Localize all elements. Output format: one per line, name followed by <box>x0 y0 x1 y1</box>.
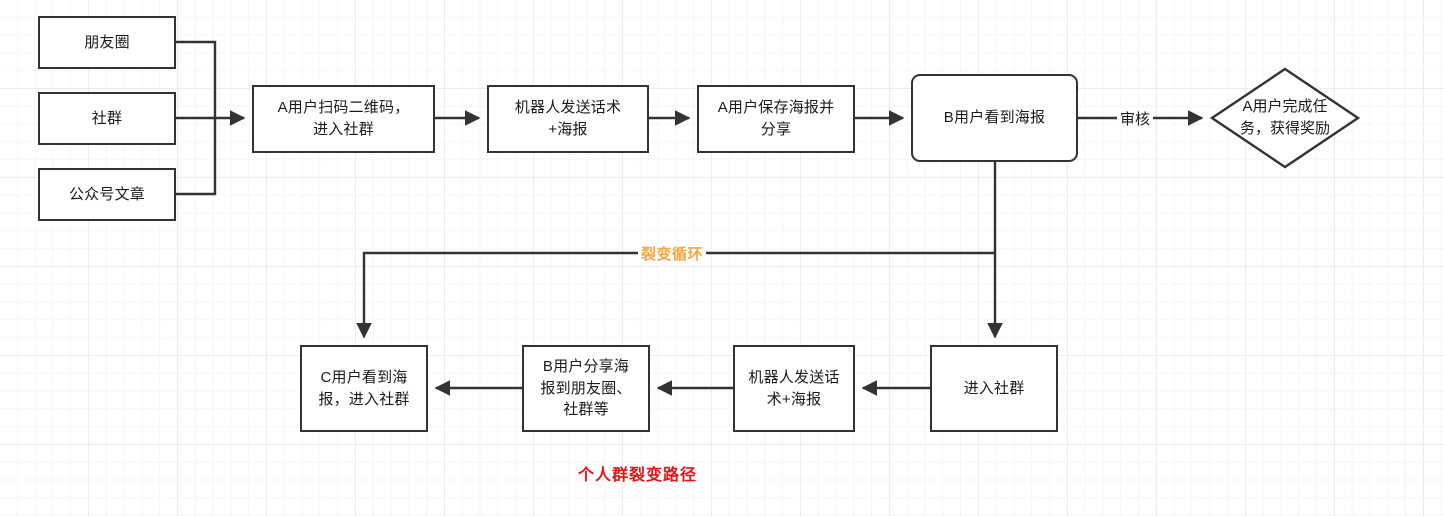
edge-label-review: 审核 <box>1117 108 1154 129</box>
diamond-shape <box>1210 67 1360 169</box>
node-source-group[interactable]: 社群 <box>38 92 176 145</box>
node-label: A用户扫码二维码， 进入社群 <box>277 99 410 138</box>
node-label: A用户保存海报并 分享 <box>717 99 835 138</box>
edge-fission-loop <box>356 251 995 339</box>
node-label: 机器人发送话 术+海报 <box>748 368 840 408</box>
node-bot-send-first[interactable]: 机器人发送话术 +海报 <box>487 85 649 153</box>
node-label: B用户看到海报 <box>943 109 1046 127</box>
node-source-moments[interactable]: 朋友圈 <box>38 16 176 69</box>
edge-label-text: 裂变循环 <box>641 246 704 263</box>
node-label: 社群 <box>91 109 123 127</box>
node-label: 朋友圈 <box>84 33 130 51</box>
edge-moments-to-bus <box>176 40 217 118</box>
node-scan-qr[interactable]: A用户扫码二维码， 进入社群 <box>252 85 435 153</box>
node-label: 机器人发送话术 +海报 <box>514 99 622 138</box>
node-enter-group[interactable]: 进入社群 <box>930 345 1058 432</box>
node-label: C用户看到海 报，进入社群 <box>318 368 410 408</box>
node-label: 公众号文章 <box>68 185 145 203</box>
node-user-b-sees-poster[interactable]: B用户看到海报 <box>911 74 1078 162</box>
edge-label-text: 审核 <box>1120 111 1151 128</box>
node-label: A用户完成任务，获得奖励 <box>1239 98 1330 137</box>
node-user-b-shares[interactable]: B用户分享海 报到朋友圈、 社群等 <box>522 345 650 432</box>
edge-article-to-bus <box>176 118 217 196</box>
node-reward-decision[interactable]: A用户完成任务，获得奖励 <box>1210 67 1360 169</box>
diagram-caption: 个人群裂变路径 <box>578 461 697 485</box>
node-label: 进入社群 <box>963 379 1025 397</box>
caption-text: 个人群裂变路径 <box>578 467 698 484</box>
node-user-c-sees-poster[interactable]: C用户看到海 报，进入社群 <box>300 345 428 432</box>
node-source-article[interactable]: 公众号文章 <box>38 168 176 221</box>
edge-label-fission-loop: 裂变循环 <box>638 243 707 264</box>
node-bot-send-second[interactable]: 机器人发送话 术+海报 <box>733 345 855 432</box>
node-label: B用户分享海 报到朋友圈、 社群等 <box>540 357 632 419</box>
node-save-and-share[interactable]: A用户保存海报并 分享 <box>697 85 855 153</box>
